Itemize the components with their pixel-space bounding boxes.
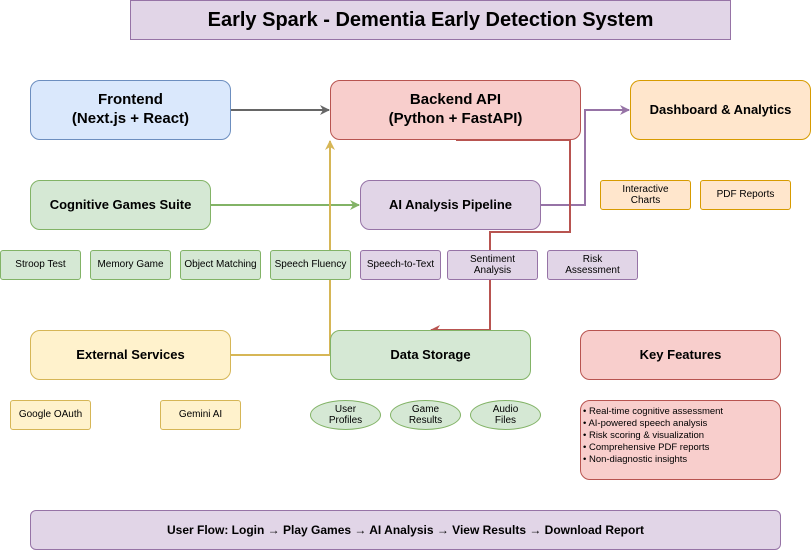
risk-line2: Assessment (565, 265, 620, 276)
key-features-list: • Real-time cognitive assessment • AI-po… (580, 400, 781, 480)
memory-game-node[interactable]: Memory Game (90, 250, 171, 280)
google-oauth-node[interactable]: Google OAuth (10, 400, 91, 430)
sentiment-line2: Analysis (473, 265, 512, 276)
external-services-node[interactable]: External Services (30, 330, 231, 380)
dashboard-node[interactable]: Dashboard & Analytics (630, 80, 811, 140)
user-flow-banner: User Flow: Login → Play Games → AI Analy… (30, 510, 781, 550)
user-profiles-line1: User (334, 403, 357, 415)
speech-fluency-node[interactable]: Speech Fluency (270, 250, 351, 280)
interactive-charts-line1: Interactive (622, 183, 669, 195)
backend-subtitle: (Python + FastAPI) (388, 110, 523, 127)
backend-node[interactable]: Backend API(Python + FastAPI) (330, 80, 581, 140)
user-profiles-line2: Profiles (328, 415, 363, 426)
arrow-backend-to-storage (430, 139, 571, 335)
feature-item: • Risk scoring & visualization (583, 430, 705, 441)
key-features-node[interactable]: Key Features (580, 330, 781, 380)
pdf-reports-node[interactable]: PDF Reports (700, 180, 791, 210)
game-results-line2: Results (408, 415, 443, 426)
frontend-subtitle: (Next.js + React) (71, 110, 190, 127)
game-results-line1: Game (411, 403, 440, 415)
ai-pipeline-node[interactable]: AI Analysis Pipeline (360, 180, 541, 230)
feature-item: • AI-powered speech analysis (583, 418, 708, 429)
object-matching-node[interactable]: Object Matching (180, 250, 261, 280)
arrow-pipeline-to-dashboard (541, 105, 630, 206)
audio-files-line1: Audio (492, 403, 519, 415)
gemini-ai-node[interactable]: Gemini AI (160, 400, 241, 430)
sentiment-line1: Sentiment (469, 253, 516, 265)
cognitive-games-node[interactable]: Cognitive Games Suite (30, 180, 211, 230)
audio-files-line2: Files (494, 415, 517, 426)
interactive-charts-line2: Charts (630, 195, 661, 206)
stroop-test-node[interactable]: Stroop Test (0, 250, 81, 280)
arrow-external-to-backend (231, 140, 335, 356)
frontend-title: Frontend (97, 91, 163, 109)
feature-item: • Non-diagnostic insights (583, 454, 688, 465)
feature-item: • Real-time cognitive assessment (583, 406, 724, 417)
speech-to-text-node[interactable]: Speech-to-Text (360, 250, 441, 280)
frontend-node[interactable]: Frontend(Next.js + React) (30, 80, 231, 140)
feature-item: • Comprehensive PDF reports (583, 442, 710, 453)
backend-title: Backend API (409, 91, 502, 109)
data-storage-node[interactable]: Data Storage (330, 330, 531, 380)
diagram-title: Early Spark - Dementia Early Detection S… (130, 0, 731, 40)
risk-line1: Risk (582, 253, 603, 265)
